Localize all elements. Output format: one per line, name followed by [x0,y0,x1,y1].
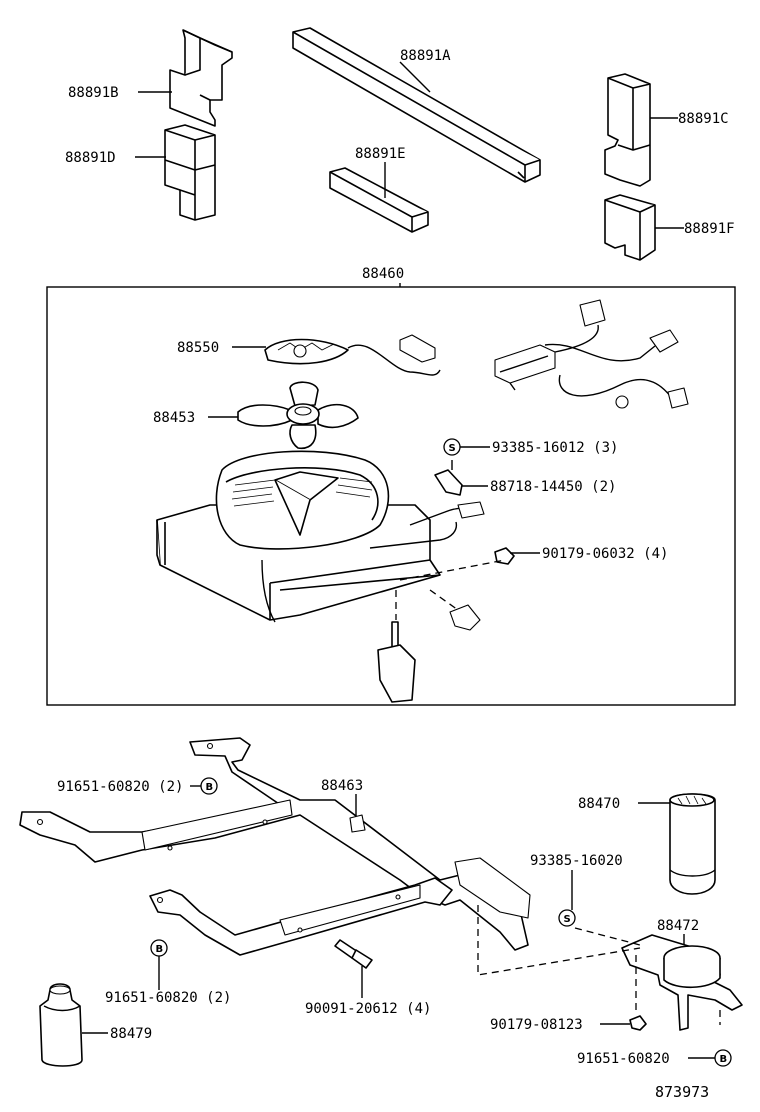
wire-harness [494,299,689,409]
callout-88479: 88479 [110,1026,152,1042]
part-88463-bracket [19,737,531,956]
callout-93385-16020: 93385-16020 [530,853,623,869]
part-90179-08123-nut [629,1015,647,1031]
callout-88470: 88470 [578,796,620,812]
symbol-B-left: B [150,939,168,957]
callout-91651-60820-left: 91651-60820 (2) [105,990,231,1006]
callout-88550: 88550 [177,340,219,356]
part-88891F-block [604,194,656,261]
part-88891C-block [604,73,651,187]
symbol-S-93385-16012: S [443,438,461,456]
callout-88472: 88472 [657,918,699,934]
part-88479-boot [39,983,83,1067]
assembly-frame-88460 [46,286,736,706]
part-88550-switch [264,334,441,376]
callout-88718-14450: 88718-14450 (2) [490,479,616,495]
callout-91651-60820-top: 91651-60820 (2) [57,779,183,795]
callout-88460: 88460 [362,266,404,282]
part-88470-receiver [669,793,716,895]
callout-88891E: 88891E [355,146,406,162]
svg-text:B: B [206,782,214,793]
symbol-B-right: B [714,1049,732,1067]
part-88472-receiver-bracket [621,934,743,1031]
cooling-unit-dashed-guides [377,559,506,703]
callout-90179-06032: 90179-06032 (4) [542,546,668,562]
part-88891B-spacer [169,29,233,127]
callout-91651-60820-right: 91651-60820 [577,1051,670,1067]
callout-90179-08123: 90179-08123 [490,1017,583,1033]
cooling-unit-body [156,450,485,623]
callout-88891C: 88891C [678,111,729,127]
figure-number: 873973 [655,1083,709,1101]
callout-88891A: 88891A [400,48,451,64]
part-88718-14450-clamp [434,460,463,496]
callout-88891F: 88891F [684,221,735,237]
leader-88891A [399,61,431,93]
part-88891D-block [164,124,216,221]
callout-88891D: 88891D [65,150,116,166]
callout-90091-20612: 90091-20612 (4) [305,1001,431,1017]
svg-text:S: S [449,443,456,454]
part-88891A-bar [292,27,541,183]
callout-88891B: 88891B [68,85,119,101]
part-88453-fan [237,381,359,450]
callout-93385-16012: 93385-16012 (3) [492,440,618,456]
part-90179-06032-nut [494,547,515,565]
svg-text:B: B [156,944,164,955]
callout-88463: 88463 [321,778,363,794]
symbol-B-top: B [200,777,218,795]
part-88891E-bar [329,167,429,233]
callout-88453: 88453 [153,410,195,426]
svg-text:S: S [564,914,571,925]
part-90091-20612-bolt [334,939,373,969]
svg-text:B: B [720,1054,728,1065]
symbol-S-93385-16020: S [558,909,576,927]
